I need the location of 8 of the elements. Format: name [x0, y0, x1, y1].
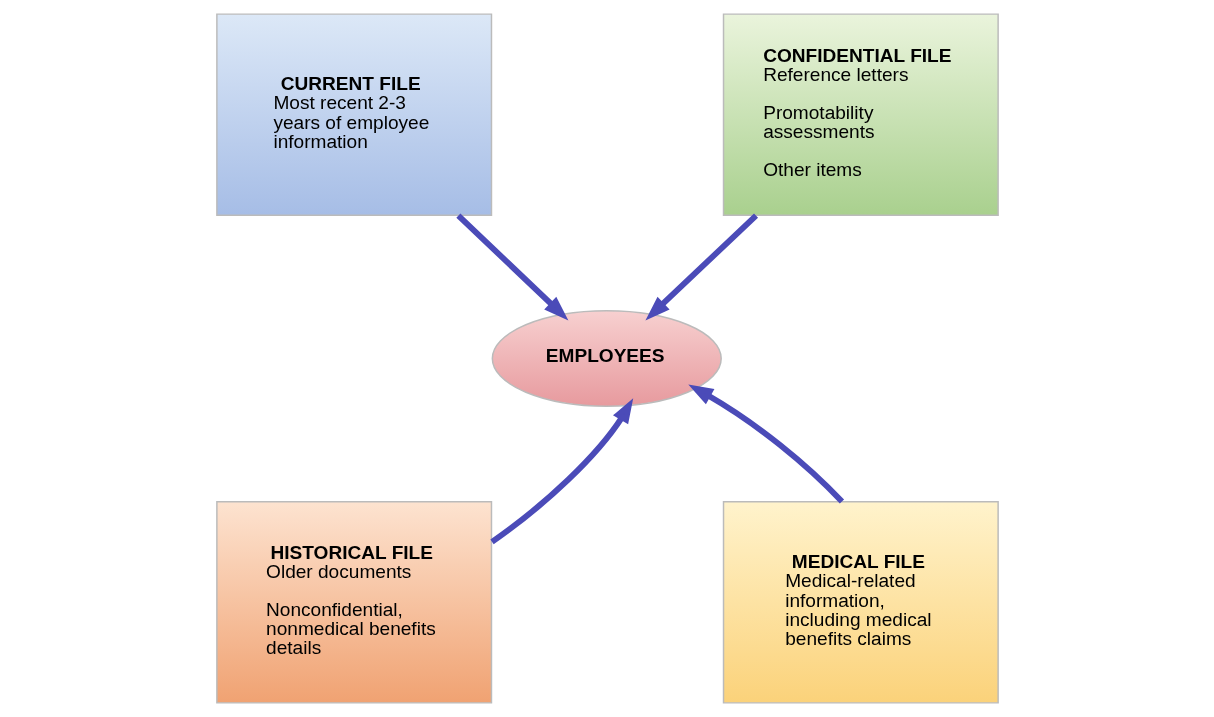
node-box: MEDICAL FILE Medical-related information, including medical benefits claims: [722, 500, 999, 704]
arrow: [455, 213, 568, 321]
node-box: CONFIDENTIAL FILE Reference letters Promotability assessments Other items: [722, 13, 999, 217]
arrow: [489, 398, 633, 545]
node-box: CURRENT FILE Most recent 2-3 years of employee information: [215, 13, 492, 217]
arrow: [687, 384, 844, 504]
arrow: [644, 213, 758, 321]
node-box: HISTORICAL FILE Older documents Nonconfidential, nonmedical benefits details: [215, 500, 492, 704]
